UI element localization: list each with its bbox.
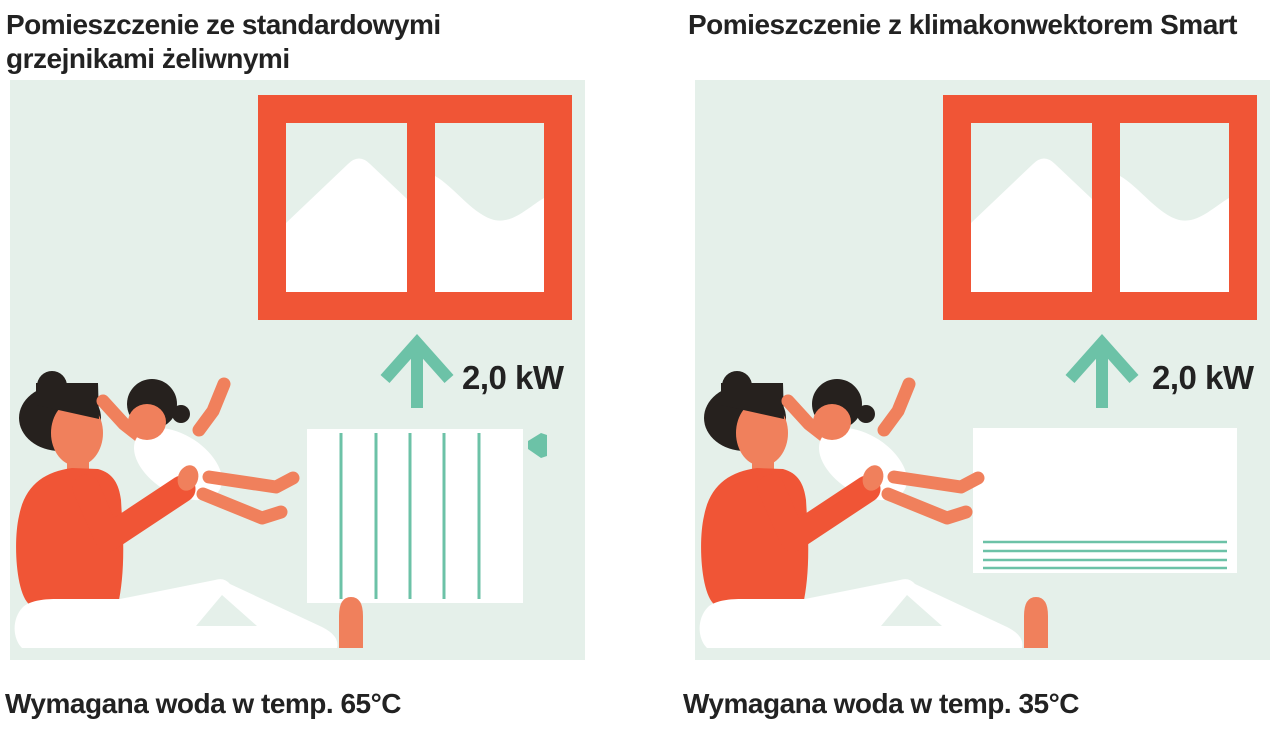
room-scene-fancoil: 2,0 kW (695, 80, 1270, 660)
room-illustration-fancoil: 2,0 kW (695, 80, 1270, 660)
room-scene-radiator: 2,0 kW (10, 80, 585, 660)
power-label-fancoil: 2,0 kW (1152, 359, 1255, 396)
radiator-valve-icon (528, 433, 547, 458)
caption-radiator: Wymagana woda w temp. 65°C (5, 688, 402, 719)
radiator-graphic (307, 429, 547, 603)
window-graphic (258, 95, 572, 320)
power-label-radiator: 2,0 kW (462, 359, 565, 396)
panel-title-radiator: Pomieszczenie ze standardowymi grzejnika… (6, 9, 441, 74)
room-illustration-radiator: 2,0 kW (10, 80, 585, 660)
window-graphic (943, 95, 1257, 320)
panel-title-fancoil: Pomieszczenie z klimakonwektorem Smart (688, 9, 1238, 40)
fancoil-graphic (973, 428, 1237, 573)
caption-fancoil: Wymagana woda w temp. 35°C (683, 688, 1080, 719)
